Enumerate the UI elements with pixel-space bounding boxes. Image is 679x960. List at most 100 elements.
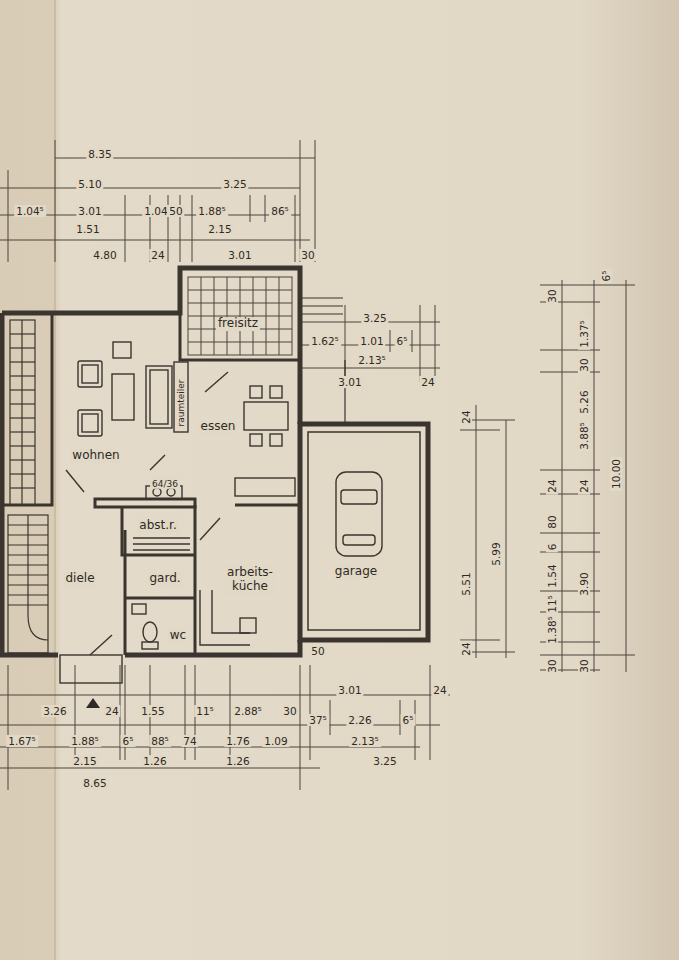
furniture — [146, 366, 172, 428]
dimension-line — [430, 665, 431, 760]
furniture — [133, 537, 190, 538]
inner-wall — [2, 313, 52, 505]
dimension-line — [540, 372, 600, 373]
dimension-value: 6⁵ — [395, 335, 410, 347]
dimension-value: 5.51 — [460, 570, 472, 597]
dimension-value: 30 — [546, 287, 558, 304]
furniture — [244, 402, 288, 430]
dimension-value: 30 — [281, 705, 298, 717]
inner-wall — [308, 432, 420, 630]
dimension-value: 3.01 — [226, 249, 253, 261]
inner-wall — [124, 530, 127, 655]
dimension-line — [540, 285, 635, 286]
furniture — [240, 618, 256, 633]
dimension-value: 2.13⁵ — [349, 735, 381, 747]
furniture — [113, 342, 131, 358]
dimension-value: 1.67⁵ — [6, 735, 38, 747]
dimension-value: 5.26 — [578, 388, 590, 415]
dimension-value: 24 — [546, 477, 558, 494]
staircase — [28, 515, 48, 640]
furniture — [174, 362, 188, 432]
dimension-value: 6⁵ — [600, 269, 612, 284]
dimension-value: 2.13⁵ — [356, 354, 388, 366]
furniture — [66, 470, 84, 492]
furniture — [78, 410, 102, 436]
fixture-label: raumteiler — [176, 378, 186, 429]
room-name: gard. — [147, 572, 182, 586]
dimension-line — [420, 305, 421, 382]
dimension-value: 1.26 — [224, 755, 251, 767]
furniture — [142, 642, 158, 649]
inner-wall — [95, 499, 195, 507]
room-name: wc — [168, 629, 188, 643]
room-name: wohnen — [70, 449, 121, 463]
dimension-value: 11⁵ — [546, 593, 558, 615]
dimension-value: 1.62⁵ — [309, 335, 341, 347]
dimension-value: 30 — [299, 249, 316, 261]
room-name: essen — [199, 420, 238, 434]
window-strip — [21, 320, 22, 505]
terrace-tiles — [188, 277, 292, 355]
room-name: diele — [63, 572, 96, 586]
dimension-value: 24 — [103, 705, 120, 717]
car-symbol — [343, 535, 375, 545]
staircase — [8, 515, 48, 653]
furniture — [205, 372, 228, 392]
dimension-value: 24 — [460, 408, 472, 425]
room-area: wc — [127, 600, 193, 652]
outer-wall — [2, 268, 428, 655]
terrace-tiles — [188, 303, 292, 304]
furniture — [143, 622, 157, 642]
inner-wall — [180, 313, 300, 360]
window-strip — [10, 320, 35, 505]
dimension-value: 3.88⁵ — [578, 420, 590, 452]
terrace-tiles — [188, 277, 292, 355]
furniture — [133, 543, 190, 544]
dimension-line — [125, 195, 126, 262]
room-area: diele — [8, 510, 123, 652]
paper-fold — [54, 0, 56, 960]
dimension-line — [310, 665, 311, 760]
dimension-value: 5.10 — [76, 178, 103, 190]
dimension-value: 11⁵ — [194, 705, 216, 717]
dimension-line — [0, 240, 310, 241]
staircase — [302, 297, 343, 298]
dimension-value: 30 — [578, 657, 590, 674]
dimension-line — [55, 140, 56, 262]
dimension-value: 50 — [309, 645, 326, 657]
dimension-line — [506, 420, 507, 658]
dimension-line — [540, 470, 600, 471]
room-area: abst.r. — [125, 508, 193, 553]
staircase — [8, 298, 345, 653]
dimension-value: 3.01 — [336, 376, 363, 388]
furniture — [270, 386, 282, 398]
dimension-line — [295, 195, 296, 262]
staircase — [302, 305, 343, 306]
dimension-value: 1.26 — [141, 755, 168, 767]
terrace-tiles — [188, 290, 292, 291]
dimension-value: 1.38⁵ — [546, 614, 558, 646]
dimension-value: 2.15 — [71, 755, 98, 767]
dimension-value: 1.54 — [546, 562, 558, 589]
dimension-value: 2.26 — [346, 714, 373, 726]
dimension-value: 1.09 — [262, 735, 289, 747]
dimension-value: 1.88⁵ — [196, 205, 228, 217]
dimension-value: 1.01 — [358, 335, 385, 347]
dimension-value: 6⁵ — [401, 714, 416, 726]
staircase — [302, 313, 343, 314]
room-name: freisitz — [216, 317, 260, 331]
dimension-line — [562, 280, 563, 672]
furniture — [82, 365, 98, 383]
dimension-value: 4.80 — [91, 249, 118, 261]
dimension-line — [540, 591, 600, 592]
dimension-value: 24 — [431, 684, 448, 696]
outer-wall — [125, 640, 300, 655]
car-symbol — [341, 490, 377, 504]
dimension-line — [250, 195, 251, 222]
dimension-value: 3.01 — [336, 684, 363, 696]
dimension-line — [540, 350, 600, 351]
dimension-value: 1.88⁵ — [69, 735, 101, 747]
furniture — [60, 342, 295, 683]
